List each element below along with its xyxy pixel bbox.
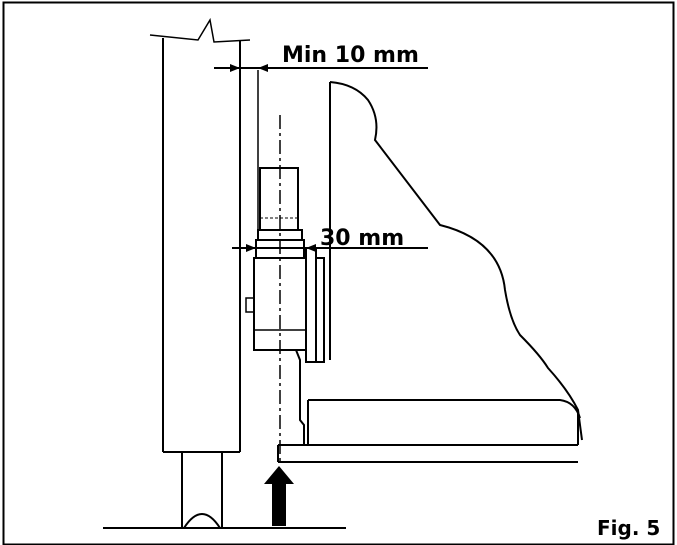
push-arrow-icon <box>264 466 294 526</box>
appliance-body <box>277 81 583 463</box>
min-clearance-dimension: Min 10 mm <box>214 43 428 72</box>
support-leg <box>181 452 223 529</box>
figure-caption: Fig. 5 <box>597 516 660 540</box>
hinge-gap-label: 30 mm <box>320 226 404 251</box>
hinge-gap-dimension: 30 mm <box>232 226 428 252</box>
break-line <box>149 17 251 43</box>
min-clearance-label: Min 10 mm <box>282 43 419 68</box>
door-panel <box>149 17 259 453</box>
